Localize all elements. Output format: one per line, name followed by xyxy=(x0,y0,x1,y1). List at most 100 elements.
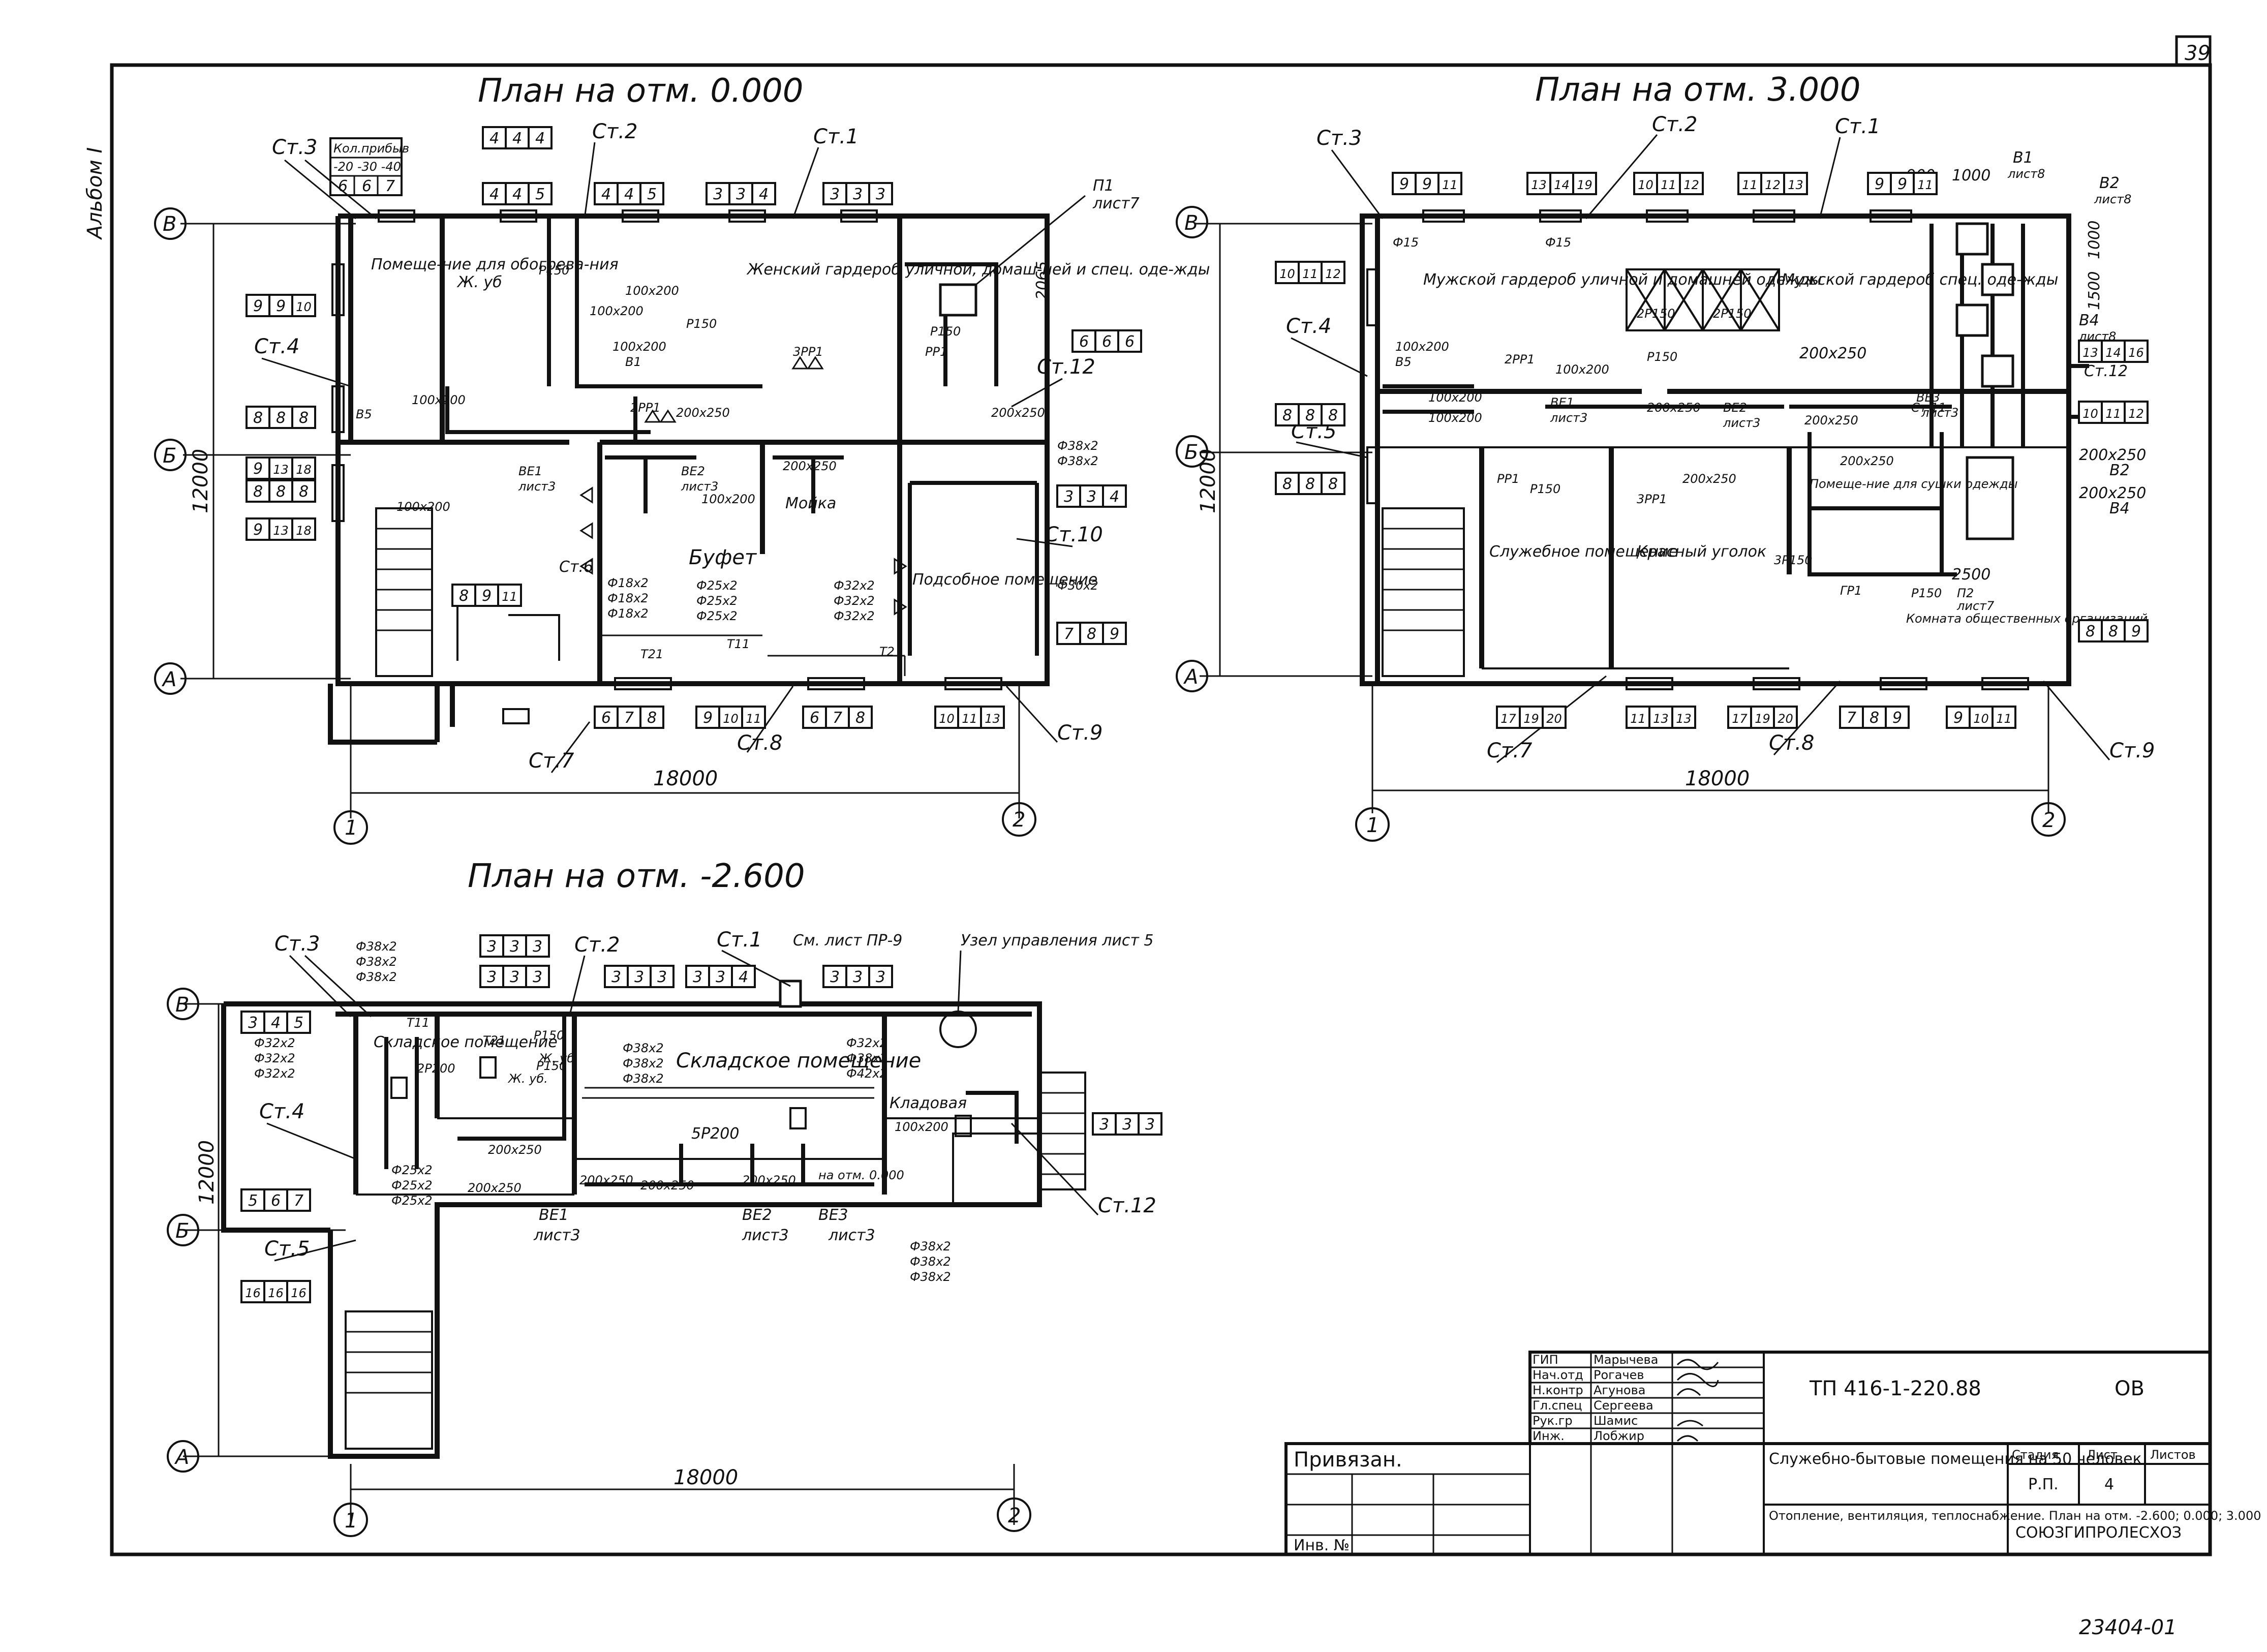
plan-b-lockers xyxy=(1626,268,1780,331)
heat-load-value: 8 xyxy=(1087,625,1096,643)
heat-load-value: 3 xyxy=(853,186,863,203)
signatures xyxy=(1676,1359,1719,1442)
heat-load-value: 8 xyxy=(1328,407,1338,424)
svg-text:Ст.10: Ст.10 xyxy=(1045,523,1103,546)
svg-text:Р.П.: Р.П. xyxy=(2028,1476,2059,1493)
heat-load-value: 3 xyxy=(876,186,885,203)
svg-text:2РР1: 2РР1 xyxy=(1505,352,1535,366)
sheet-number: 39 xyxy=(2185,42,2211,65)
heat-load-value: 16 xyxy=(268,1286,284,1300)
svg-text:Ст.12: Ст.12 xyxy=(2084,362,2128,380)
binding-label: Привязан. xyxy=(1294,1448,1402,1472)
drawing-mark: ОВ xyxy=(2115,1377,2145,1400)
svg-text:Ст.6: Ст.6 xyxy=(559,558,593,576)
svg-text:ВЕ3: ВЕ3 xyxy=(818,1206,848,1224)
svg-text:Агунова: Агунова xyxy=(1594,1383,1645,1397)
heat-load-value: 7 xyxy=(833,709,842,727)
object-name: Служебно-бытовые помещения на 50 человек xyxy=(1769,1450,2142,1468)
room-red-corner: Красный уголок xyxy=(1637,543,1766,561)
svg-text:Ф38х2: Ф38х2 xyxy=(910,1239,951,1253)
heat-load-value: 17 xyxy=(1732,712,1748,726)
heat-load-value: 4 xyxy=(535,130,545,147)
heat-load-value: 13 xyxy=(2082,346,2098,360)
plan-c-tags: ВЕ1 лист3 ВЕ2 лист3 ВЕ3 лист3 на отм. 0.… xyxy=(407,1016,904,1244)
heat-load-value: 3 xyxy=(248,1014,258,1032)
plan-a-dim-height: 12000 xyxy=(189,449,212,513)
plan-b-dim-right-1000: 1000 xyxy=(2086,221,2103,259)
plan-a-windows xyxy=(331,209,1002,690)
svg-text:3РР1: 3РР1 xyxy=(793,345,823,359)
svg-text:Б: Б xyxy=(1184,441,1198,464)
heat-load-value: 8 xyxy=(253,409,263,427)
plan-b-dim-width: 18000 xyxy=(1685,767,1750,790)
heat-load-value: 19 xyxy=(1755,712,1770,726)
svg-text:Ф30х2: Ф30х2 xyxy=(1057,578,1098,593)
heat-load-value: 6 xyxy=(810,709,819,727)
heat-load-value: 13 xyxy=(1676,712,1692,726)
svg-text:РР1: РР1 xyxy=(925,345,947,359)
svg-text:Нач.отд: Нач.отд xyxy=(1533,1368,1583,1382)
room-drying: Помеще-ние для сушки одежды xyxy=(1810,477,2018,491)
svg-text:Р150: Р150 xyxy=(539,263,569,278)
svg-text:Ф18х2: Ф18х2 xyxy=(607,591,649,605)
heat-load-value: 3 xyxy=(830,968,840,986)
svg-text:Ф25х2: Ф25х2 xyxy=(391,1163,433,1177)
heat-load-value: 8 xyxy=(299,409,309,427)
heat-load-value: 13 xyxy=(273,524,289,538)
outer-frame xyxy=(110,63,2212,1556)
svg-text:Шамис: Шамис xyxy=(1594,1414,1638,1428)
svg-text:200х250: 200х250 xyxy=(1804,413,1858,427)
svg-text:Ст.3: Ст.3 xyxy=(1316,127,1362,150)
heat-load-value: 3 xyxy=(510,938,519,956)
svg-text:В2: В2 xyxy=(2109,462,2130,479)
svg-text:200х250: 200х250 xyxy=(1682,472,1736,486)
svg-text:Ст.2: Ст.2 xyxy=(1652,113,1697,136)
svg-text:100х200: 100х200 xyxy=(412,393,466,407)
svg-text:4: 4 xyxy=(2104,1476,2114,1493)
heat-load-value: 3 xyxy=(1122,1116,1132,1134)
heat-load-value: 6 xyxy=(1079,333,1089,351)
heat-load-value: 13 xyxy=(1788,178,1803,192)
heat-load-value: 9 xyxy=(1110,625,1119,643)
heat-load-value: 6 xyxy=(1125,333,1135,351)
svg-text:200х250: 200х250 xyxy=(1799,345,1866,362)
svg-text:Т21: Т21 xyxy=(483,1033,506,1048)
heat-load-value: 8 xyxy=(276,483,286,501)
heat-load-value: 5 xyxy=(248,1192,258,1210)
svg-text:Ф32х2: Ф32х2 xyxy=(834,578,875,593)
plan-c-title: План на отм. -2.600 xyxy=(468,858,805,895)
heat-load-value: 18 xyxy=(296,463,312,477)
plan-b-dim-1000: 1000 xyxy=(1952,167,1990,185)
heat-load-value: 3 xyxy=(533,968,542,986)
heat-load-value: 16 xyxy=(291,1286,307,1300)
svg-text:100х200: 100х200 xyxy=(590,304,644,318)
plan-level-0000: План на отм. 0.000 В Б А 1 2 18000 12000… xyxy=(154,72,1210,845)
svg-text:Ст.3: Ст.3 xyxy=(272,136,317,159)
heat-load-value: 13 xyxy=(985,712,1000,726)
heat-load-value: 10 xyxy=(296,300,312,314)
svg-text:2Р150: 2Р150 xyxy=(1637,307,1675,321)
heat-load-value: 12 xyxy=(1765,178,1781,192)
svg-text:Марычева: Марычева xyxy=(1594,1353,1658,1367)
heat-load-value: 11 xyxy=(1661,178,1676,192)
plan-a-ref-p1-sheet: лист7 xyxy=(1092,195,1140,212)
svg-text:Ф38х2: Ф38х2 xyxy=(910,1255,951,1269)
svg-text:В2: В2 xyxy=(2099,174,2120,192)
heat-load-value: 3 xyxy=(1064,488,1074,506)
heat-load-value: 8 xyxy=(1282,475,1292,493)
plan-c-pipes: Ф38х2 Ф38х2 Ф38х2 Ф32х2 Ф32х2 Ф32х2 Ф25х… xyxy=(254,939,951,1284)
album-label: Альбом I xyxy=(83,147,107,240)
heat-load-value: 7 xyxy=(294,1192,303,1210)
heat-load-value: 3 xyxy=(657,968,667,986)
svg-text:Рук.гр: Рук.гр xyxy=(1533,1414,1573,1428)
